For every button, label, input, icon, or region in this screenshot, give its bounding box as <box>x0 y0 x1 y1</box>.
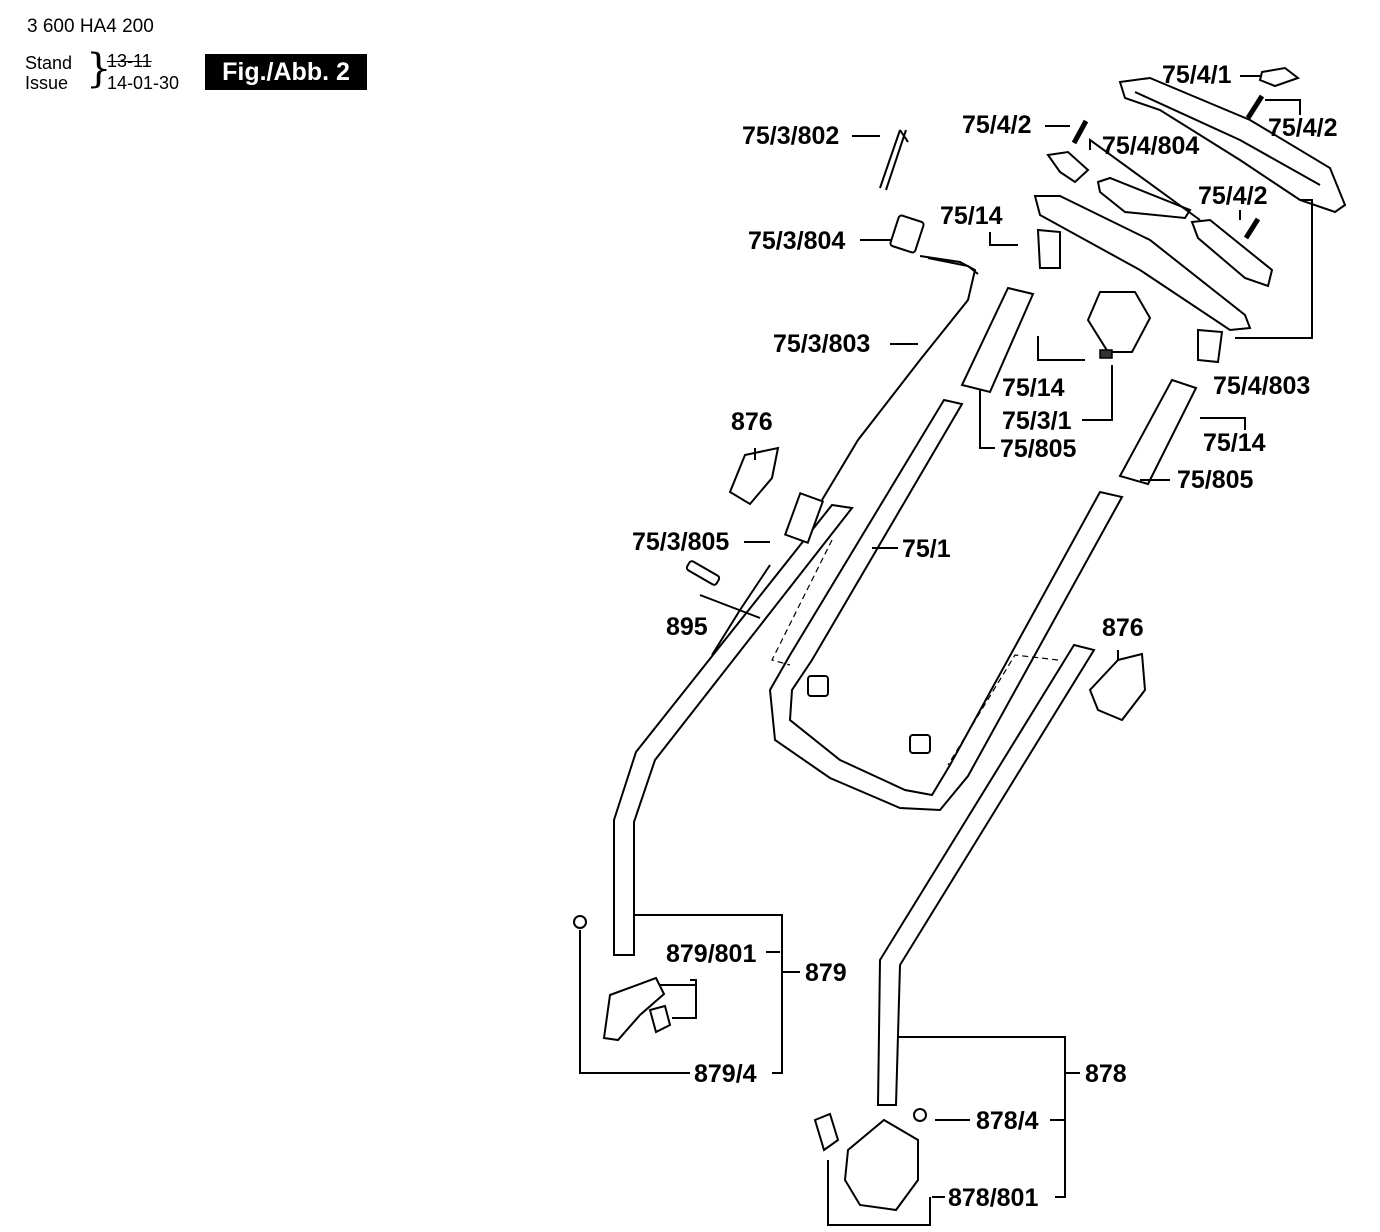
plug-part <box>807 675 931 754</box>
label-75-3-803: 75/3/803 <box>773 330 870 358</box>
label-876-a: 876 <box>731 408 773 436</box>
label-75-4-2-a: 75/4/2 <box>1268 114 1338 142</box>
cable-end-fork <box>879 129 909 191</box>
spring-part <box>685 560 721 586</box>
label-75-3-805: 75/3/805 <box>632 528 729 556</box>
switch-box-part <box>1086 291 1152 359</box>
label-75-4-803: 75/4/803 <box>1213 372 1310 400</box>
lower-left-tube <box>613 503 854 956</box>
label-75-14-c: 75/14 <box>1203 429 1266 457</box>
guide-dashed-line <box>771 539 833 666</box>
brace-symbol: } <box>86 46 112 92</box>
label-75-14-a: 75/14 <box>940 202 1003 230</box>
handle-console-part <box>1033 195 1252 364</box>
label-879: 879 <box>805 959 847 987</box>
label-75-3-802: 75/3/802 <box>742 122 839 150</box>
top-cap-part <box>1258 66 1301 88</box>
label-75-4-804: 75/4/804 <box>1102 132 1199 160</box>
bracket-left-part <box>573 915 672 1042</box>
label-75-4-1: 75/4/1 <box>1162 61 1232 89</box>
leader-lines <box>579 75 1313 1226</box>
label-878: 878 <box>1085 1060 1127 1088</box>
cable-clip-top <box>889 214 925 254</box>
label-879-4: 879/4 <box>694 1060 757 1088</box>
switch-lever-part <box>1046 150 1274 288</box>
guide-dashed-line-right <box>947 654 1059 766</box>
quick-release-lever-right <box>1088 652 1147 722</box>
label-75-4-2-c: 75/4/2 <box>1198 182 1268 210</box>
figure-label: Fig./Abb. 2 <box>205 54 367 90</box>
label-879-801: 879/801 <box>666 940 756 968</box>
part-number: 3 600 HA4 200 <box>27 16 154 37</box>
top-handle-grip <box>1118 76 1347 214</box>
label-878-801: 878/801 <box>948 1184 1038 1212</box>
label-75-14-b: 75/14 <box>1002 374 1065 402</box>
label-75-4-2-b: 75/4/2 <box>962 111 1032 139</box>
lower-right-tube <box>876 643 1096 1106</box>
pin-icon <box>1071 94 1265 240</box>
label-75-1: 75/1 <box>902 535 951 563</box>
stand-value: 13-11 <box>107 51 152 71</box>
label-75-805-a: 75/805 <box>1000 435 1077 463</box>
main-handle-tube <box>768 398 1124 812</box>
stand-label: Stand <box>25 53 73 73</box>
upper-tube-right <box>1118 378 1198 486</box>
bracket-right-part <box>813 1108 927 1212</box>
issue-label: Issue <box>25 73 69 93</box>
label-878-4: 878/4 <box>976 1107 1039 1135</box>
label-75-3-804: 75/3/804 <box>748 227 845 255</box>
label-75-805-b: 75/805 <box>1177 466 1254 494</box>
label-75-3-1: 75/3/1 <box>1002 407 1072 435</box>
quick-release-lever <box>728 446 825 545</box>
label-876-b: 876 <box>1102 614 1144 642</box>
label-895: 895 <box>666 613 708 641</box>
issue-value: 14-01-30 <box>107 73 180 93</box>
upper-tube-left <box>960 286 1035 394</box>
